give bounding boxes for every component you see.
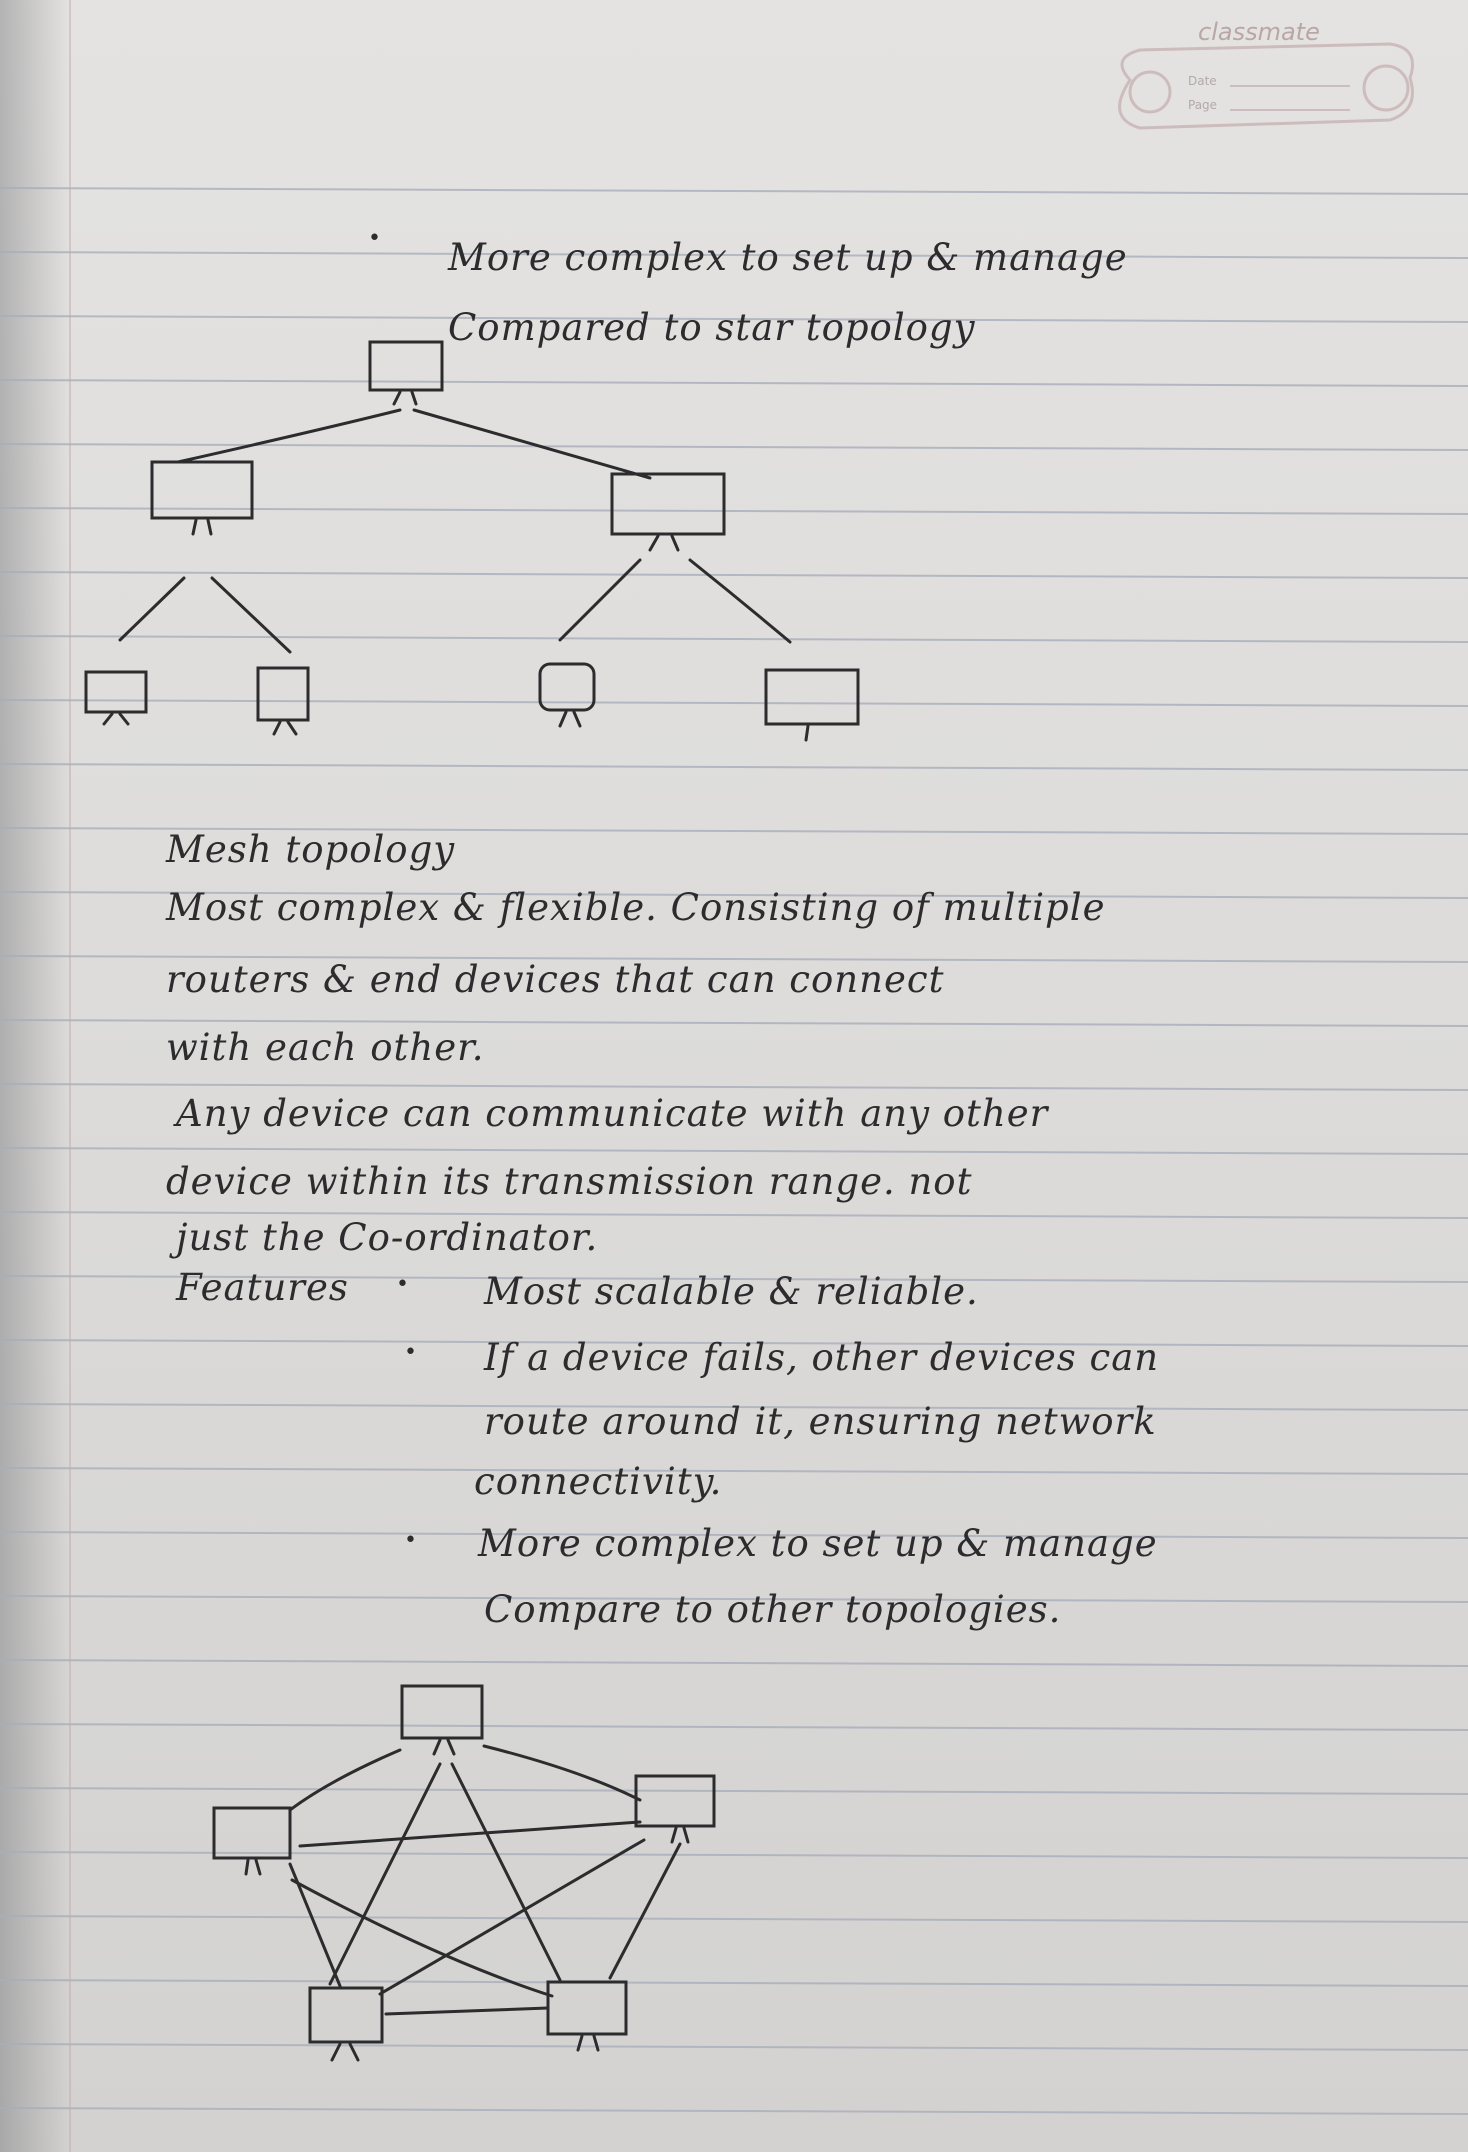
rule-line [0,1595,1468,1603]
mesh-node-computer-icon [212,1806,292,1860]
date-label: Date [1188,74,1217,88]
rule-line [0,763,1468,771]
rule-line [0,2043,1468,2051]
page-shadow [0,0,70,2152]
rule-line [0,1019,1468,1027]
feature-2-cont2: connectivity. [474,1460,723,1503]
rule-line [0,699,1468,707]
leaf-computer-icon [764,668,860,726]
rule-line [0,251,1468,259]
brand-logo: classmate [1198,18,1320,46]
mesh-node-computer-icon [546,1980,628,2036]
root-computer-icon [368,340,444,392]
mesh-node-computer-icon [308,1986,384,2044]
rule-line [0,1147,1468,1155]
rule-line [0,379,1468,387]
mesh-node-computer-icon [634,1774,716,1828]
leaf-computer-icon [538,662,596,712]
bullet: • [404,1528,417,1553]
rule-line [0,1403,1468,1411]
rule-line [0,1659,1468,1667]
rule-line [0,955,1468,963]
feature-3: More complex to set up & manage [478,1522,1158,1565]
mesh-line-4: Any device can communicate with any othe… [176,1092,1049,1135]
mesh-line-1: Most complex & flexible. Consisting of m… [166,886,1106,929]
rule-line [0,1979,1468,1987]
page-label: Page [1188,98,1218,112]
rule-line [0,1531,1468,1539]
rule-line [0,1339,1468,1347]
rule-line [0,443,1468,451]
rule-line [0,2107,1468,2115]
leaf-computer-icon [256,666,310,722]
mesh-line-5: device within its transmission range. no… [166,1160,973,1203]
feature-2-cont: route around it, ensuring network [484,1400,1157,1443]
rule-line [0,1083,1468,1091]
rule-line [0,827,1468,835]
bullet: • [396,1272,409,1297]
rule-line [0,315,1468,323]
rule-line [0,891,1468,899]
mesh-line-2: routers & end devices that can connect [166,958,945,1001]
bullet: • [404,1340,417,1365]
rule-line [0,1851,1468,1859]
date-box [1118,42,1414,130]
rule-line [0,635,1468,643]
rule-line [0,507,1468,515]
rule-line [0,187,1468,195]
rule-line [0,1211,1468,1219]
top-note-line1: More complex to set up & manage [448,236,1128,279]
top-note-line2: Compared to star topology [448,306,976,349]
feature-2: If a device fails, other devices can [484,1336,1160,1379]
hub-left-computer-icon [150,460,254,520]
rule-line [0,571,1468,579]
hub-right-computer-icon [610,472,726,536]
mesh-line-3: with each other. [166,1026,485,1069]
rule-line [0,1915,1468,1923]
bullet: • [368,226,381,251]
feature-3-cont: Compare to other topologies. [484,1588,1062,1631]
rule-line [0,1787,1468,1795]
rule-line [0,1723,1468,1731]
mesh-line-6: just the Co-ordinator. [176,1216,599,1259]
mesh-node-computer-icon [400,1684,484,1740]
features-label: Features [176,1266,349,1309]
feature-1: Most scalable & reliable. [484,1270,979,1313]
rule-line [0,1275,1468,1283]
mesh-heading: Mesh topology [166,828,456,871]
leaf-computer-icon [84,670,148,714]
rule-line [0,1467,1468,1475]
